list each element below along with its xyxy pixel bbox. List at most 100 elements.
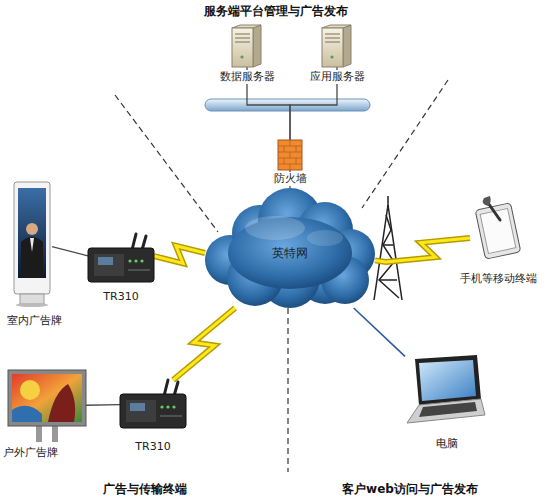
firewall-drawing [278,140,302,170]
router-trim [160,416,182,417]
outdoor-drawing [8,370,86,442]
router-panel [94,254,124,276]
router-led [166,405,169,408]
router-body [120,394,186,428]
wireless-link [154,246,205,264]
wireless-bolt-outline [173,308,235,380]
kiosk-screen [18,188,46,278]
presenter-head [26,223,38,235]
node-label: 手机等移动终端 [460,272,537,286]
cloud-node: 英特网 [205,188,375,308]
server-side [343,25,351,67]
firewall-node: 防火墙 [278,140,302,170]
laptop-drawing [407,355,485,423]
router-led [172,405,175,408]
kiosk-frame [14,182,50,294]
server-button [240,55,243,58]
server-slot [235,37,250,38]
brick-line [290,140,291,146]
wireless-link [173,308,235,380]
laptop-node: 电脑 [405,355,485,433]
cloud-highlight [307,230,343,246]
presenter-body [21,237,43,278]
server-drawing [322,25,351,67]
billboard-art [12,406,42,422]
tablet-node: 手机等移动终端 [470,200,525,260]
router-node: TR310 [88,234,154,282]
router-trim [128,270,150,271]
node-label: 防火墙 [272,172,309,186]
wireless-bolt-outline [154,246,205,264]
server-front [232,28,253,67]
brick-line [284,146,285,152]
server-side [253,25,261,67]
tower-bar [383,244,393,246]
outdoor-node: 户外广告牌 [8,370,86,442]
billboard-frame [8,370,86,426]
node-label: TR310 [135,440,170,454]
node-label: 英特网 [272,246,308,260]
server-node: 应用服务器 [322,25,352,67]
node-label: 应用服务器 [308,70,367,84]
wired-link [52,247,88,256]
section-label: 客户web访问与广告发布 [342,482,478,497]
router-icon [88,234,154,282]
billboard-art [20,380,40,400]
server-icon [322,25,352,67]
node-label: 室内广告牌 [7,314,62,328]
stylus-hand [483,196,491,206]
router-led [128,259,131,262]
server-slot [325,41,340,42]
router-panel [126,400,156,422]
firewall-icon [278,140,302,170]
wireless-link [375,238,470,262]
divider-line [115,95,218,232]
presenter-shirt [30,238,34,252]
node-label: TR310 [103,290,138,304]
brick-line [296,146,297,152]
server-node: 数据服务器 [232,25,262,67]
server-slot [235,41,250,42]
node-label: 户外广告牌 [3,446,58,460]
server-icon [232,25,262,67]
tower-lattice [379,215,399,298]
brick-line [284,158,285,164]
billboard-leg [36,424,42,442]
cloud-highlight [245,216,305,240]
server-slot [235,33,250,34]
laptop-screen [419,360,476,401]
tablet-body [475,203,521,259]
wireless-bolt-outline [375,238,470,262]
outdoor-icon [8,370,86,442]
router-led [134,259,137,262]
radio-tower [374,196,402,300]
section-label: 服务端平台管理与广告发布 [204,4,348,19]
tower-bar [379,279,397,281]
brick-line [296,158,297,164]
kiosk-node: 室内广告牌 [12,182,52,307]
divider-line [287,308,288,472]
router-drawing [120,380,186,428]
tower-leg [388,205,402,300]
server-slot [325,37,340,38]
wired-link [86,404,120,406]
server-button [330,55,333,58]
brick-line [290,164,291,170]
laptop-keyboard [419,402,477,417]
billboard-screen [12,374,82,422]
router-node: TR310 [120,380,186,428]
tablet-icon [470,200,525,260]
divider-line [362,80,448,208]
brick-line [290,152,291,158]
laptop-base [407,399,485,423]
cloud-core [228,217,352,289]
router-led [160,405,163,408]
kiosk-drawing [14,182,50,307]
laptop-lid [415,355,481,405]
billboard-leg [52,424,58,442]
tablet-drawing [475,196,521,259]
laptop-icon [405,355,485,433]
